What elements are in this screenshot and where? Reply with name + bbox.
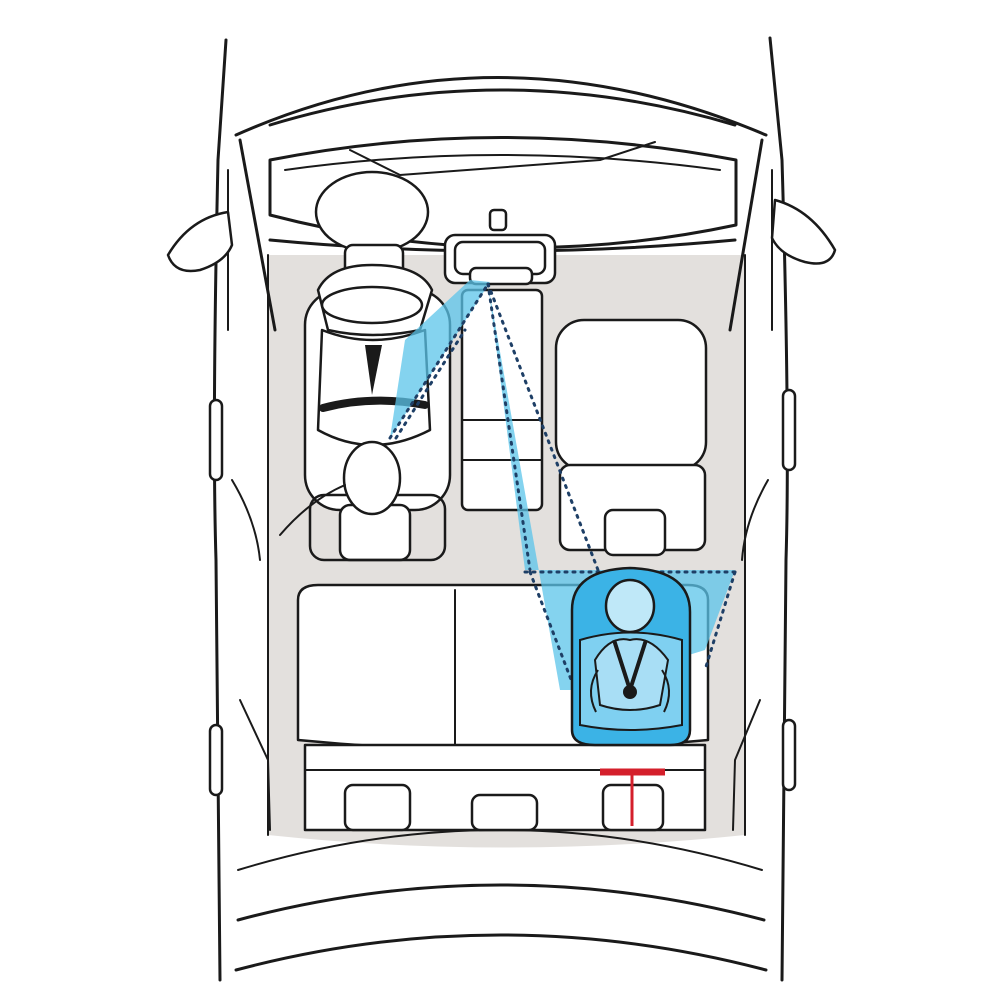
door-lines bbox=[227, 138, 773, 836]
driver-sightline bbox=[388, 280, 490, 440]
door-handle-front-left bbox=[208, 398, 224, 482]
rearview-mirror-icon bbox=[468, 208, 534, 286]
door-handle-front-right bbox=[781, 388, 797, 472]
door-handle-rear-right bbox=[781, 718, 797, 792]
windshield bbox=[268, 136, 738, 250]
door-handle-rear-left bbox=[208, 723, 224, 797]
top-tether-anchor-icon bbox=[600, 768, 665, 826]
passenger-seat bbox=[554, 318, 708, 557]
center-console bbox=[268, 233, 737, 512]
child-in-car-seat-icon bbox=[570, 566, 692, 747]
left-side-mirror bbox=[166, 210, 234, 273]
right-side-mirror bbox=[770, 198, 837, 265]
